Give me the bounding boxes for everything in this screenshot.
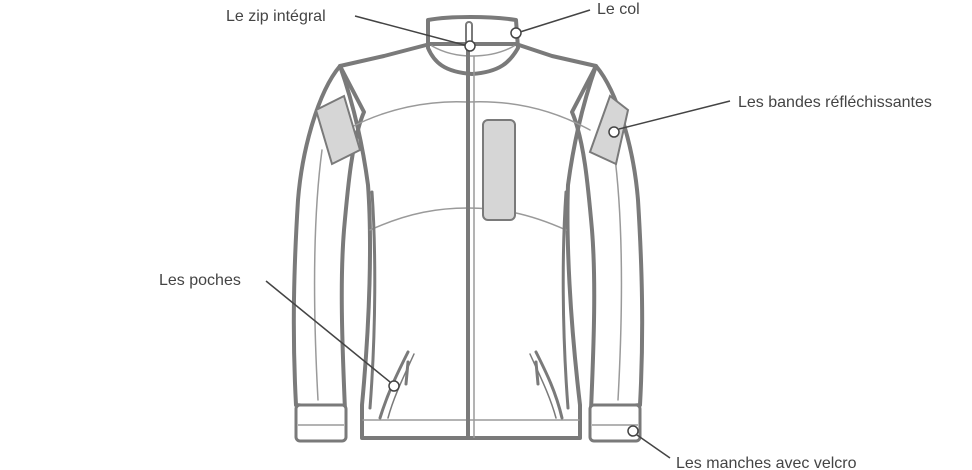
label-zip: Le zip intégral: [226, 8, 326, 25]
marker-pockets: [388, 380, 400, 392]
leader-zip: [354, 15, 469, 47]
leader-sleeves: [636, 434, 671, 459]
right-sleeve-seam: [613, 149, 623, 401]
label-sleeves: Les manches avec velcro: [676, 455, 857, 470]
callout-pockets: Les poches: [159, 272, 400, 392]
collar-seam: [431, 45, 515, 57]
jacket-body: [338, 42, 598, 440]
callout-reflective: Les bandes réfléchissantes: [608, 94, 932, 138]
right-pocket-lip: [529, 353, 557, 419]
left-cuff: [294, 403, 348, 443]
leader-reflective: [618, 100, 731, 130]
leader-pockets: [265, 280, 391, 383]
collar: [426, 15, 520, 76]
callout-collar: Le col: [510, 1, 640, 39]
left-pocket-pull: [404, 360, 410, 386]
marker-sleeves: [627, 425, 639, 437]
left-side-seam: [368, 190, 377, 410]
label-collar: Le col: [597, 1, 640, 18]
left-sleeve-seam: [313, 149, 323, 401]
right-pocket-opening: [534, 350, 564, 420]
right-side-seam: [561, 190, 570, 410]
right-sleeve: [570, 64, 645, 412]
label-pockets: Les poches: [159, 272, 241, 289]
chest-pocket-panel: [482, 119, 516, 221]
left-reflective-band: [314, 94, 362, 166]
left-sleeve: [291, 64, 366, 412]
jacket-illustration: [291, 15, 645, 443]
callout-sleeves: Les manches avec velcro: [627, 425, 857, 470]
leader-collar: [519, 9, 591, 33]
marker-reflective: [608, 126, 620, 138]
right-pocket-pull: [534, 360, 540, 386]
callout-zip: Le zip intégral: [226, 8, 476, 52]
label-reflective: Les bandes réfléchissantes: [738, 94, 932, 111]
marker-collar: [510, 27, 522, 39]
marker-zip: [464, 40, 476, 52]
